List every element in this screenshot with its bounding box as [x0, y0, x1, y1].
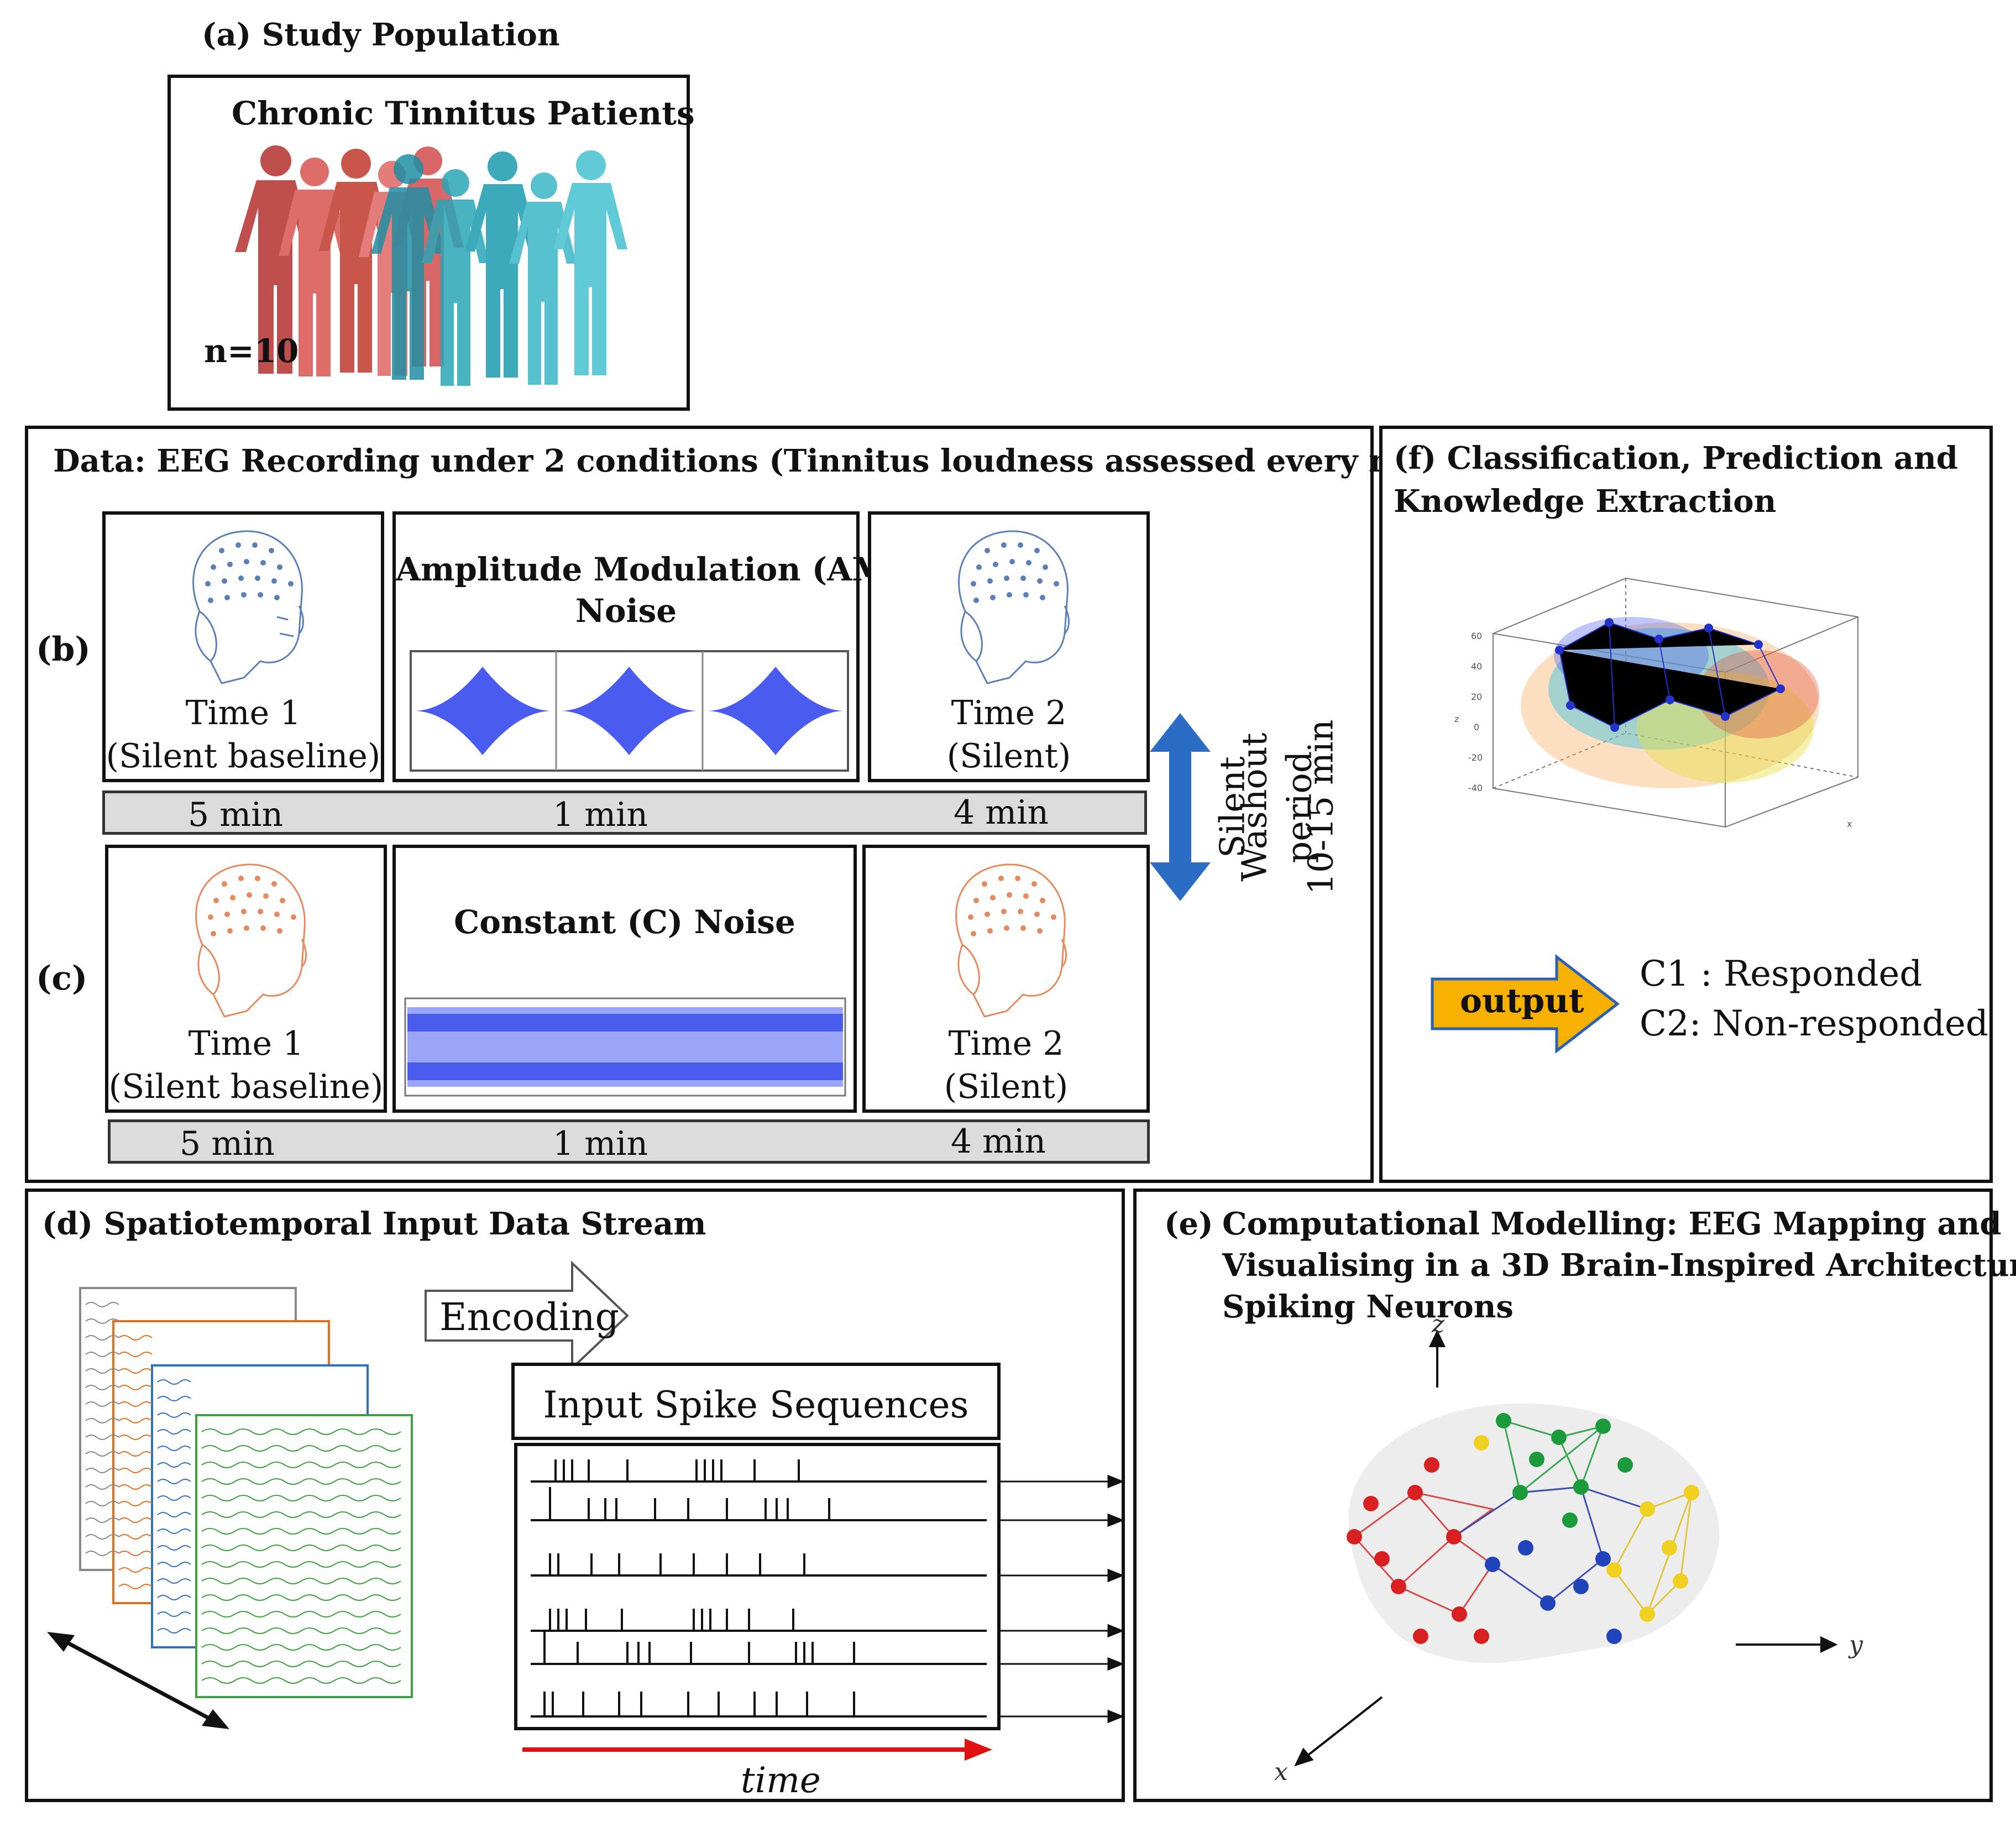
x-axis-letter: x	[1847, 819, 1852, 829]
c-time1-box: Time 1 (Silent baseline)	[105, 845, 387, 1113]
am-noise-title: Amplitude Modulation (AM)	[396, 551, 903, 588]
time-label: time	[741, 1760, 821, 1801]
class-c1: C1 : Responded	[1640, 954, 1923, 994]
depth-double-arrow	[47, 1632, 229, 1729]
output-arrow	[1431, 954, 1620, 1054]
panel-e-label: (e)	[1164, 1206, 1213, 1242]
population-title: Chronic Tinnitus Patients	[232, 95, 695, 132]
c-duration-time1: 5 min	[180, 1124, 275, 1163]
b-duration-stimulus: 1 min	[553, 795, 648, 834]
c-time1-sublabel: (Silent baseline)	[108, 1067, 384, 1106]
neuron-nodes	[1347, 1413, 1699, 1644]
panel-f-label-2: Knowledge Extraction	[1394, 483, 1777, 520]
encoding-label: Encoding	[439, 1296, 620, 1339]
b-time1-label: Time 1	[185, 694, 301, 732]
c-time2-sublabel: (Silent)	[944, 1067, 1069, 1106]
am-noise-title-2: Noise	[575, 592, 677, 630]
washout-duration: 10-15 min	[1300, 719, 1341, 895]
panel-b-label: (b)	[36, 630, 91, 669]
c-time2-box: Time 2 (Silent)	[862, 845, 1150, 1113]
z-tick-neg40: -40	[1468, 783, 1483, 793]
spike-raster	[531, 1459, 1125, 1724]
b-time1-sublabel: (Silent baseline)	[106, 737, 381, 776]
spike-raster-box	[514, 1443, 1001, 1730]
constant-noise-band	[404, 997, 846, 1097]
patient-silhouettes	[235, 145, 627, 386]
b-time2-box: Time 2 (Silent)	[868, 511, 1150, 782]
c-duration-bar: 5 min 1 min 4 min	[108, 1119, 1150, 1164]
b-time1-box: Time 1 (Silent baseline)	[102, 511, 384, 782]
constant-noise-title: Constant (C) Noise	[454, 903, 795, 941]
panel-e-title-1: Computational Modelling: EEG Mapping and	[1222, 1206, 2002, 1242]
sample-size: n=10	[204, 332, 299, 370]
b-duration-time1: 5 min	[188, 795, 283, 834]
study-population-box: Chronic Tinnitus Patients n=10	[167, 75, 695, 411]
c-time2-label: Time 2	[948, 1024, 1064, 1063]
e-axis-x: x	[1274, 1758, 1288, 1786]
class-c2: C2: Non-responded	[1640, 1003, 1988, 1044]
spike-sequences-title-box: Input Spike Sequences	[511, 1363, 1001, 1440]
washout-double-arrow	[1150, 713, 1211, 901]
eeg-cap-head-icon	[958, 530, 1070, 684]
panel-e-title-2: Visualising in a 3D Brain-Inspired Archi…	[1222, 1247, 2016, 1284]
output-label: output	[1460, 982, 1584, 1020]
classification-panel: (f) Classification, Prediction and Knowl…	[1379, 426, 1993, 1183]
eeg-cap-head-icon	[192, 530, 304, 684]
brain-snn-network: z y x	[1274, 1310, 1863, 1786]
z-tick-40: 40	[1471, 661, 1482, 672]
eeg-cap-head-icon	[955, 863, 1067, 1018]
panel-a-label: (a) Study Population	[202, 17, 560, 53]
z-axis-letter: z	[1454, 714, 1459, 724]
c-time1-label: Time 1	[188, 1024, 304, 1063]
eeg-signal-stack	[79, 1287, 413, 1698]
data-panel-title: Data: EEG Recording under 2 conditions (…	[53, 443, 1507, 479]
e-axis-z: z	[1431, 1310, 1445, 1338]
z-tick-60: 60	[1471, 631, 1482, 641]
b-time2-label: Time 2	[951, 694, 1067, 732]
am-noise-waveform	[410, 650, 849, 772]
b-duration-time2: 4 min	[954, 793, 1049, 832]
c-duration-stimulus: 1 min	[553, 1124, 648, 1163]
time-arrow	[522, 1739, 992, 1761]
b-duration-bar: 5 min 1 min 4 min	[102, 791, 1147, 835]
z-tick-neg20: -20	[1468, 752, 1483, 763]
spike-sequences-title: Input Spike Sequences	[543, 1384, 969, 1426]
panel-e-title-3: Spiking Neurons	[1222, 1289, 1514, 1325]
panel-f-label: (f) Classification, Prediction and	[1394, 440, 1958, 477]
z-tick-0: 0	[1474, 722, 1479, 732]
snn-3d-brain-plot: 60 40 20 0 -20 -40 z x	[1454, 577, 1858, 829]
b-time2-sublabel: (Silent)	[946, 737, 1071, 776]
c-constant-noise-box: Constant (C) Noise	[392, 845, 857, 1113]
teal-silhouettes	[371, 150, 627, 386]
e-axis-y: y	[1848, 1631, 1863, 1659]
panel-c-label: (c)	[36, 959, 88, 998]
eeg-cap-head-icon	[195, 863, 307, 1018]
b-am-noise-box: Amplitude Modulation (AM) Noise	[392, 511, 903, 782]
encoding-arrow	[425, 1260, 629, 1371]
z-tick-20: 20	[1471, 692, 1482, 702]
panel-d-label: (d) Spatiotemporal Input Data Stream	[42, 1206, 706, 1242]
c-duration-time2: 4 min	[951, 1122, 1046, 1161]
